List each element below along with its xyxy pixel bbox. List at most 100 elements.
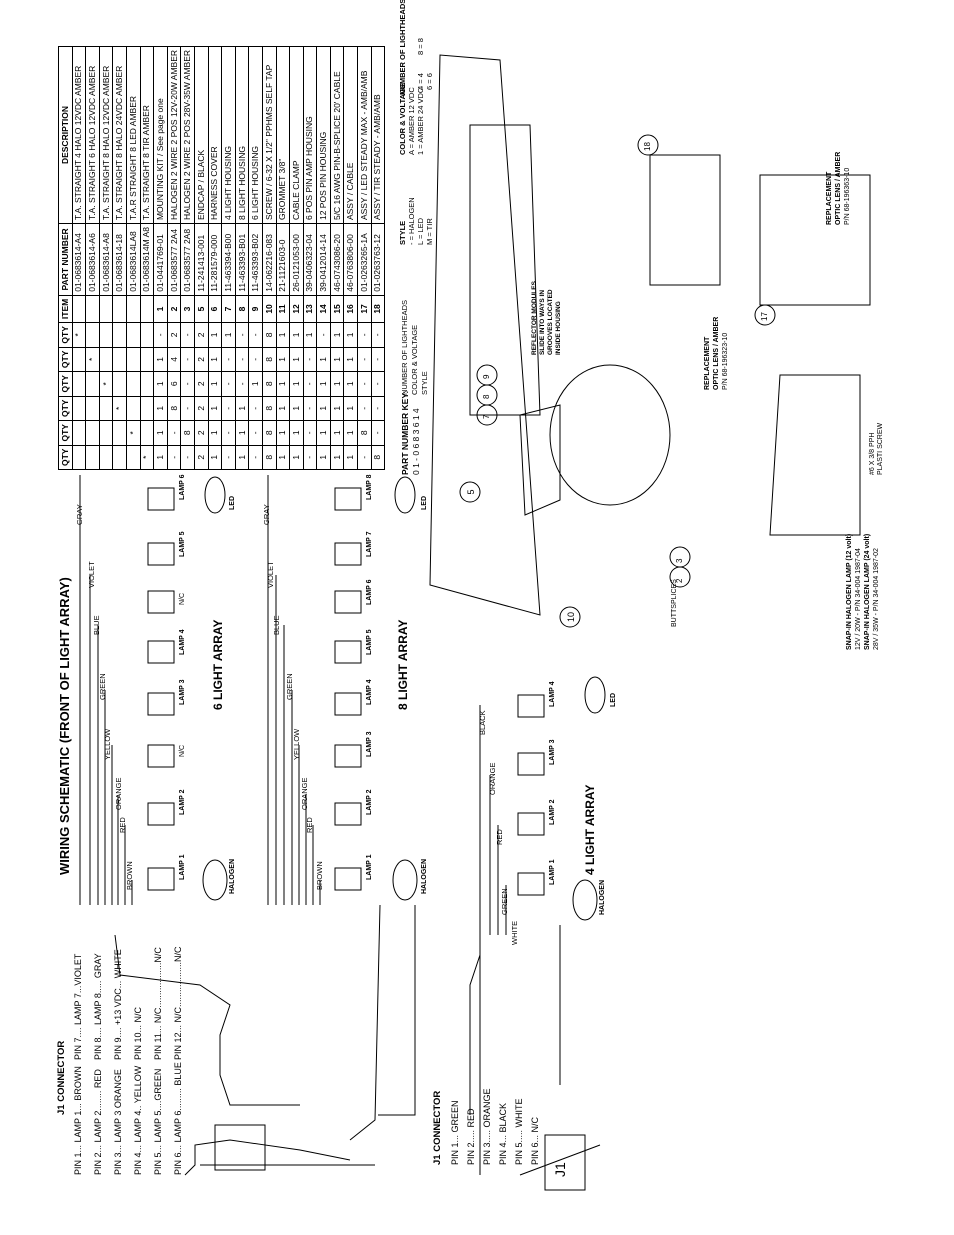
qty-cell: - xyxy=(180,445,195,470)
qty-cell xyxy=(72,420,86,446)
col-header: QTY xyxy=(58,445,73,470)
description-cell: 12 POS PIN HOUSING xyxy=(316,46,331,224)
qty-cell: - xyxy=(248,322,263,348)
item-cell xyxy=(112,295,127,323)
qty-cell: - xyxy=(235,322,249,348)
qty-cell: 1 xyxy=(303,322,317,348)
num-item: 6 = 6 xyxy=(425,73,434,90)
qty-cell: - xyxy=(167,445,181,470)
item-cell: 18 xyxy=(371,295,385,323)
qty-cell xyxy=(126,396,141,421)
description-cell: 4 LIGHT HOUSING xyxy=(221,46,236,224)
qty-cell: 1 xyxy=(289,347,304,372)
qty-cell xyxy=(126,347,141,372)
qty-cell: - xyxy=(316,322,331,348)
parts-table: QTY QTY QTY QTY QTY QTY ITEM PART NUMBER… xyxy=(58,46,385,470)
qty-cell: 8 xyxy=(262,396,276,421)
qty-cell xyxy=(99,347,113,372)
qty-cell xyxy=(99,445,113,470)
qty-cell: - xyxy=(221,371,236,397)
qty-cell: 8 xyxy=(167,396,181,421)
qty-cell: 1 xyxy=(276,371,290,397)
part-number-cell: 14-062216-083 xyxy=(262,223,276,296)
part-number-cell: 11-241413-001 xyxy=(194,223,209,296)
part-number-cell: 46-0763806-00 xyxy=(343,223,358,296)
qty-cell: * xyxy=(85,347,100,372)
part-key-number: 0 1 - 0 6 8 3 6 1 4 xyxy=(411,408,421,475)
table-header-row: QTY QTY QTY QTY QTY QTY ITEM PART NUMBER… xyxy=(58,46,73,470)
qty-cell: - xyxy=(221,396,236,421)
col-header: PART NUMBER xyxy=(58,223,73,296)
qty-cell: - xyxy=(357,396,372,421)
col-header: QTY xyxy=(58,322,73,348)
qty-cell: 1 xyxy=(343,396,358,421)
col-header: DESCRIPTION xyxy=(58,46,73,224)
qty-cell: - xyxy=(303,420,317,446)
qty-cell xyxy=(112,347,127,372)
item-cell xyxy=(85,295,100,323)
qty-cell: - xyxy=(248,420,263,446)
qty-cell: 8 xyxy=(262,322,276,348)
item-cell: 15 xyxy=(330,295,344,323)
part-number-cell: 01-0263763-12 xyxy=(371,223,385,296)
qty-cell: 8 xyxy=(180,420,195,446)
qty-cell: 1 xyxy=(153,347,168,372)
qty-cell: 1 xyxy=(153,371,168,397)
qty-cell xyxy=(99,396,113,421)
qty-cell: 1 xyxy=(330,347,344,372)
item-cell: 8 xyxy=(235,295,249,323)
style-item: M = TIR xyxy=(425,218,434,245)
part-number-cell: 01-0683614-A8 xyxy=(99,223,113,296)
qty-cell: 1 xyxy=(276,322,290,348)
qty-cell xyxy=(85,322,100,348)
description-cell: T.A. STRAIGHT 8 HALO 12VDC AMBER xyxy=(99,46,113,224)
qty-cell: 1 xyxy=(316,371,331,397)
part-key-note: STYLE xyxy=(420,371,429,395)
qty-cell xyxy=(112,371,127,397)
qty-cell: - xyxy=(235,347,249,372)
qty-cell: - xyxy=(167,420,181,446)
item-cell: 11 xyxy=(276,295,290,323)
qty-cell xyxy=(72,347,86,372)
description-cell: ASSY / CABLE xyxy=(343,46,358,224)
part-number-cell: 01-0683614M A8 xyxy=(140,223,154,296)
description-cell: 5/C 16 AWG PIN-B-SPLICE 20' CABLE xyxy=(330,46,344,224)
description-cell: CABLE CLAMP xyxy=(289,46,304,224)
qty-cell: 1 xyxy=(235,420,249,446)
qty-cell: - xyxy=(180,322,195,348)
description-cell: 8 LIGHT HOUSING xyxy=(235,46,249,224)
qty-cell: 1 xyxy=(208,347,222,372)
part-key-heading: PART NUMBER KEY: xyxy=(400,390,410,475)
svg-text:10: 10 xyxy=(566,612,576,622)
col-header: QTY xyxy=(58,396,73,421)
qty-cell: 1 xyxy=(289,322,304,348)
qty-cell: 8 xyxy=(262,445,276,470)
part-number-cell: 01-0683577 2A4 xyxy=(167,223,181,296)
item-cell: 13 xyxy=(303,295,317,323)
part-number-cell: 01-0683614LA8 xyxy=(126,223,141,296)
col-header: QTY xyxy=(58,420,73,446)
qty-cell xyxy=(140,322,154,348)
part-number-cell: 01-0683614-A6 xyxy=(85,223,100,296)
qty-cell: 2 xyxy=(194,396,209,421)
part-number-cell: 39-0406323-04 xyxy=(303,223,317,296)
description-cell: ENDCAP / BLACK xyxy=(194,46,209,224)
note-line: P/N 68-196363-10 xyxy=(844,167,851,225)
qty-cell: - xyxy=(303,396,317,421)
qty-cell: 2 xyxy=(194,347,209,372)
qty-cell: - xyxy=(303,371,317,397)
note-line: 28V / 35W - P/N 34-004 1987-02 xyxy=(873,548,880,650)
qty-cell: - xyxy=(303,347,317,372)
qty-cell: 2 xyxy=(194,420,209,446)
